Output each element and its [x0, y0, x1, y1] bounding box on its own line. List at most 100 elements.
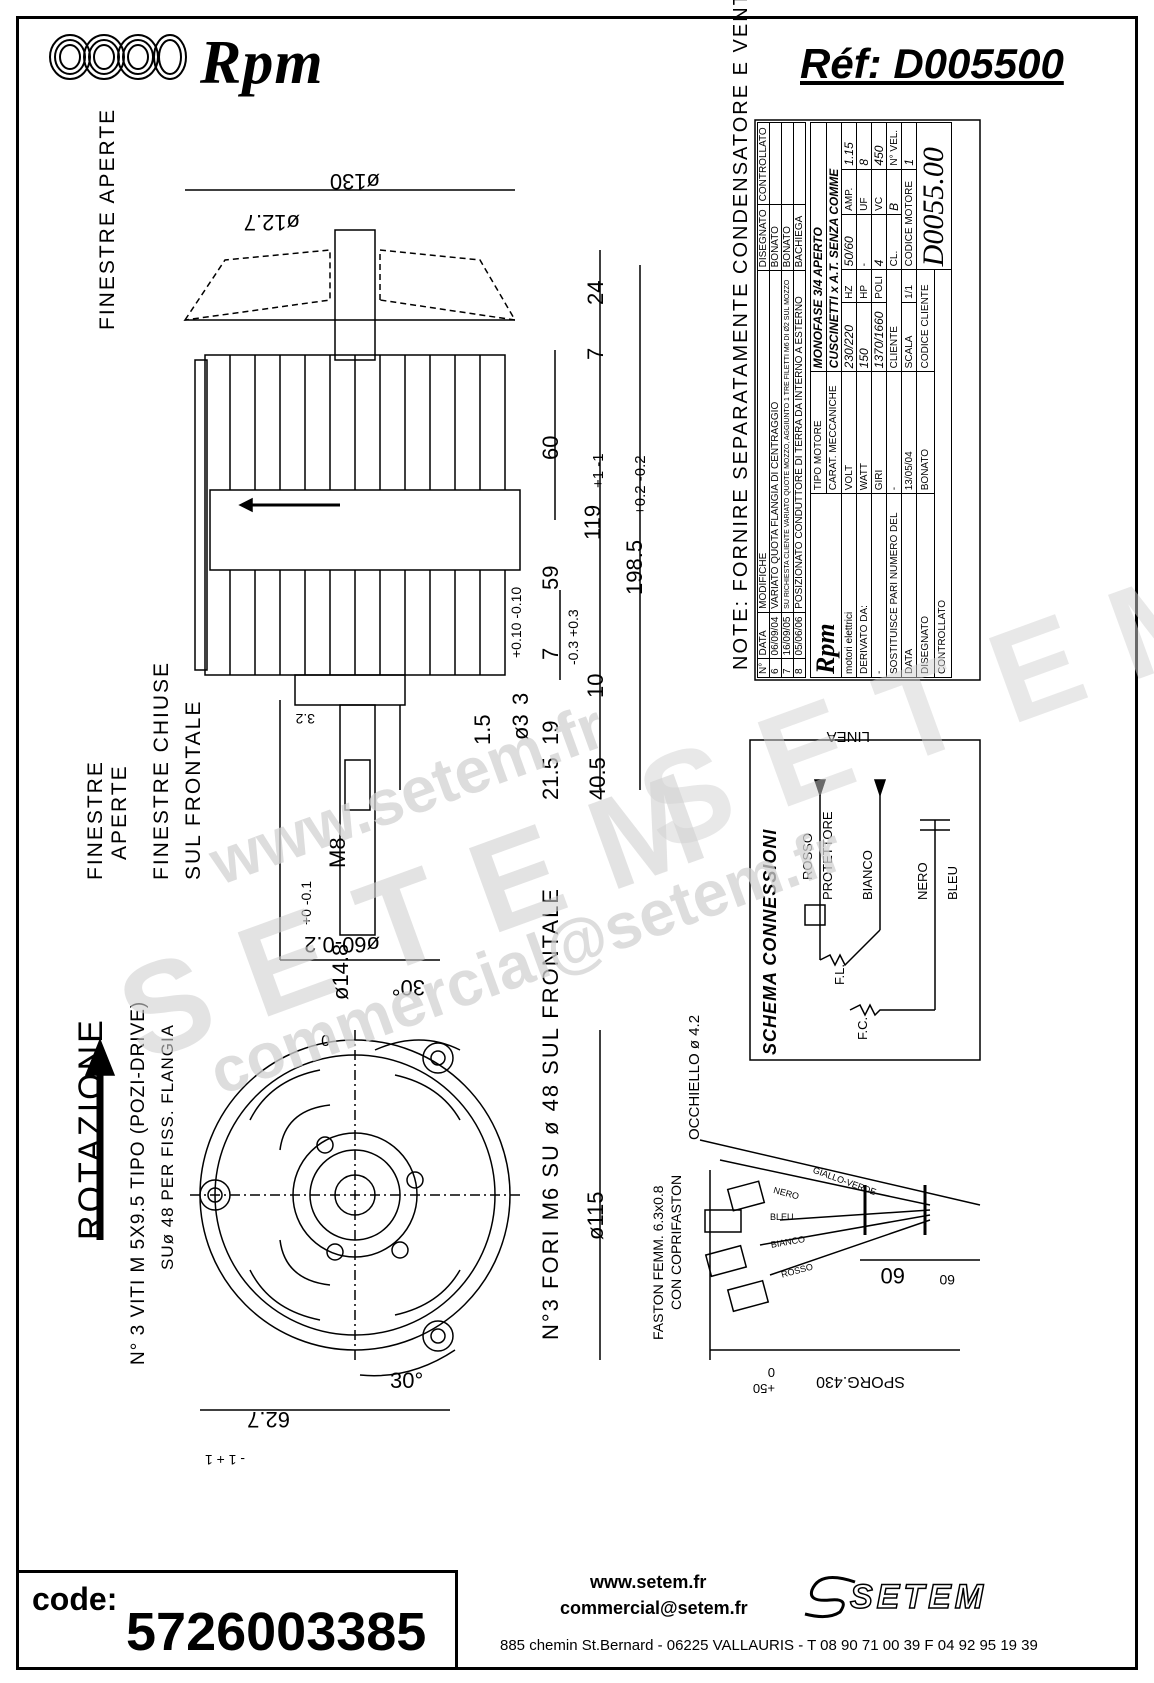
tb-sostituisce: -	[886, 371, 902, 494]
wiring-bianco: BIANCO	[860, 850, 875, 900]
tb-poli: 4	[871, 214, 887, 270]
tb-watt-label: WATT	[856, 371, 872, 494]
wiring-bleu: BLEU	[945, 866, 960, 900]
fan-blade-right	[379, 249, 517, 321]
tb-col-n: N°	[757, 658, 770, 678]
tb-cl-label: CL.	[886, 214, 902, 270]
rev-contr	[781, 122, 794, 205]
brand-name: Rpm	[200, 29, 324, 97]
tb-amp-label: AMP.	[841, 169, 857, 215]
label-coprifaston: CON COPRIFASTON	[668, 1174, 684, 1310]
wiring-schematic	[749, 739, 981, 1061]
dim-d24: 24	[583, 280, 608, 305]
tb-hp-label: HP	[856, 269, 872, 303]
dim-d198: 198.5	[622, 539, 647, 595]
tb-col-controllato: CONTROLLATO	[757, 122, 770, 205]
tb-hz: 50/60	[841, 214, 857, 270]
dim-d198-tol: +0.2 -0.2	[632, 455, 649, 515]
footer-website-link[interactable]: www.setem.fr	[590, 1572, 707, 1592]
dim-d115: ø115	[583, 1191, 608, 1240]
tb-giri-label: GIRI	[871, 371, 887, 494]
tb-volt-label: VOLT	[841, 371, 857, 494]
dim-d62-7: 62.7	[247, 1407, 290, 1432]
tb-giri: 1370/1660	[871, 302, 887, 372]
dim-d7b: 7	[538, 647, 563, 660]
dim-d7a: 7	[583, 347, 608, 360]
dim-d119-tol: +1 -1	[590, 453, 607, 488]
fan-blade-left	[183, 249, 331, 321]
tb-codice-motore: D0055.00	[916, 122, 952, 270]
title-block	[754, 119, 981, 681]
tb-uf-label: UF	[856, 169, 872, 215]
rev-n: 6	[769, 658, 782, 678]
dim-d130: ø130	[329, 169, 380, 194]
rev-dis: BONATO	[769, 204, 782, 271]
rev-data: 05/06/06	[793, 612, 806, 659]
rev-n: 7	[781, 658, 794, 678]
rev-contr	[793, 122, 806, 205]
title-block-content: N° DATA MODIFICHE DISEGNATO CONTROLLATO …	[757, 122, 952, 678]
rev-data: 16/09/05	[781, 612, 794, 659]
dim-d59: 59	[538, 565, 563, 590]
tb-codice-cliente-label: CODICE CLIENTE	[916, 269, 934, 372]
rev-modifiche: VARIATO QUOTA FLANGIA DI CENTRAGGIO	[769, 270, 782, 613]
tb-hz-label: HZ	[841, 269, 857, 303]
tb-tipo-label: TIPO MOTORE	[810, 371, 826, 494]
tb-watt: 150	[856, 302, 872, 372]
code-box: code: 5726003385	[16, 1570, 458, 1670]
tb-poli-label: POLI	[871, 269, 887, 303]
label-faston: FASTON FEMM. 6.3x0.8	[650, 1185, 666, 1340]
label-rotazione: ROTAZIONE	[72, 1017, 110, 1240]
tb-data: 13/05/04	[901, 371, 917, 494]
dim-w60: 60	[880, 1263, 905, 1288]
label-note: NOTE: FORNIRE SEPARATAMENTE CONDENSATORE…	[730, 0, 752, 670]
dim-d3-2: 3.2	[295, 711, 315, 727]
tb-scala-label: SCALA	[901, 302, 917, 372]
tb-brand-sub: motori elettrici	[841, 493, 857, 678]
dim-d62-7-tol: - 1 + 1	[204, 1452, 245, 1468]
footer-email-link[interactable]: commercial@setem.fr	[560, 1598, 748, 1618]
tb-col-modifiche: MODIFICHE	[757, 270, 770, 613]
rev-modifiche: POSIZIONATO CONDUTTORE DI TERRA DA INTER…	[793, 270, 806, 613]
rev-contr	[769, 122, 782, 205]
label-finestre: FINESTRE	[84, 760, 107, 880]
dim-d60: 60	[538, 435, 563, 460]
dim-d7b-tol: +0.10 -0.10	[508, 586, 524, 658]
reference-number: Réf: D005500	[800, 40, 1064, 87]
dim-a30-bot: 30°	[390, 1368, 424, 1393]
code-value: 5726003385	[126, 1602, 427, 1662]
setem-logo: SETEM	[849, 1577, 988, 1617]
tb-vc: 450	[871, 122, 887, 170]
label-sporg: SPORG.430	[816, 1373, 905, 1390]
tb-amp: 1.15	[841, 122, 857, 170]
rev-dis: BONATO	[781, 204, 794, 271]
drawing-sheet	[16, 16, 1138, 1670]
rev-modifiche: SU RICHIESTA CLIENTE VARIATO QUOTE MOZZO…	[781, 270, 794, 613]
dim-d10-tol: -0.3 +0.3	[565, 609, 581, 665]
wiring-fc: F.C.	[855, 1016, 870, 1040]
tb-carat: CUSCINETTI x A.T. SENZA COMME	[826, 122, 842, 372]
label-occhiello: OCCHIELLO ø 4.2	[686, 1014, 703, 1140]
wiring-fl: F.L.	[832, 964, 847, 985]
label-sporg-tol: +50	[752, 1381, 775, 1396]
tb-carat-label: CARAT. MECCANICHE	[826, 371, 842, 494]
tb-cliente-label: CLIENTE	[886, 269, 902, 372]
dim-w60b: 60	[939, 1272, 955, 1288]
label-aperte: APERTE	[108, 764, 131, 860]
table-row: 7 16/09/05 SU RICHIESTA CLIENTE VARIATO …	[781, 122, 794, 678]
table-row: 6 06/09/04 VARIATO QUOTA FLANGIA DI CENT…	[769, 122, 782, 678]
tb-nvel-label: N° VEL.	[886, 122, 902, 170]
footer-address: 885 chemin St.Bernard - 06225 VALLAURIS …	[500, 1637, 1038, 1654]
label-finestre-chiuse: FINESTRE CHIUSE	[150, 660, 173, 880]
tb-controllato-label: CONTROLLATO	[934, 269, 952, 678]
code-label: code:	[32, 1581, 118, 1617]
rev-data: 06/09/04	[769, 612, 782, 659]
wiring-nero: NERO	[915, 862, 930, 900]
dim-d12-7: ø12.7	[243, 210, 300, 235]
label-sul-frontale: SUL FRONTALE	[182, 699, 205, 880]
tb-cl: B	[886, 169, 902, 215]
tb-codice-motore-label: CODICE MOTORE	[901, 169, 917, 270]
dim-d3: 3	[508, 692, 533, 705]
rev-dis: BACHIEGA	[793, 204, 806, 271]
